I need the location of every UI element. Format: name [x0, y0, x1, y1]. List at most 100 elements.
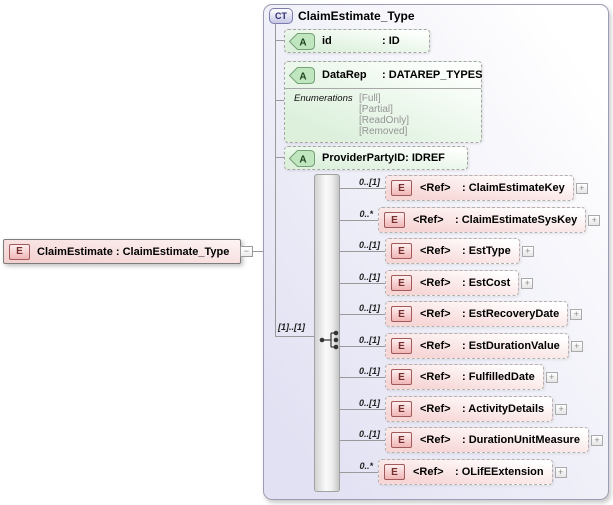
- attribute-datarep-box[interactable]: A DataRep : DATAREP_TYPES Enumerations […: [284, 61, 482, 143]
- attribute-id-box[interactable]: A id : ID: [284, 29, 430, 53]
- connector-line: [340, 251, 385, 252]
- expand-icon[interactable]: +: [521, 245, 534, 257]
- ref-row-fulfilleddate: 0..[1] E <Ref> : FulfilledDate +: [340, 364, 558, 390]
- element-icon: E: [391, 401, 412, 417]
- ref-label: <Ref>: [420, 434, 451, 446]
- cardinality-label: 0..*: [359, 461, 373, 471]
- cardinality-label: 0..[1]: [358, 366, 380, 376]
- ref-row-estdurationvalue: 0..[1] E <Ref> : EstDurationValue +: [340, 333, 583, 359]
- expand-icon[interactable]: +: [588, 214, 601, 226]
- sequence-icon: [319, 330, 339, 350]
- ref-name: : EstType: [462, 245, 511, 257]
- stub-attr-datarep: [275, 100, 284, 101]
- ref-name: : FulfilledDate: [462, 371, 535, 383]
- enumeration-value: [Partial]: [359, 104, 393, 115]
- attribute-name: DataRep: [322, 69, 367, 81]
- attribute-name: id: [322, 35, 332, 47]
- cardinality-label: 0..[1]: [358, 398, 380, 408]
- connector-line: [340, 314, 385, 315]
- ref-name: : ActivityDetails: [462, 403, 545, 415]
- element-icon: E: [391, 338, 412, 354]
- ref-label: <Ref>: [420, 403, 451, 415]
- stub-attr-providerpartyid: [275, 157, 284, 158]
- connector-line: [340, 346, 385, 347]
- ref-label: <Ref>: [420, 308, 451, 320]
- attribute-type: : DATAREP_TYPES: [382, 69, 483, 81]
- branch-trunk-line: [275, 23, 276, 336]
- element-ref-box[interactable]: E <Ref> : FulfilledDate: [385, 364, 544, 390]
- element-ref-box[interactable]: E <Ref> : ClaimEstimateSysKey: [378, 207, 587, 233]
- ref-label: <Ref>: [413, 214, 444, 226]
- element-icon: E: [391, 275, 412, 291]
- ref-label: <Ref>: [420, 340, 451, 352]
- sequence-bar[interactable]: [314, 174, 340, 492]
- connector-line: [340, 472, 378, 473]
- element-claimestimate-label: ClaimEstimate : ClaimEstimate_Type: [37, 245, 230, 258]
- expand-icon[interactable]: +: [570, 340, 583, 352]
- enumeration-value: [Full]: [359, 93, 381, 104]
- ref-name: : DurationUnitMeasure: [462, 434, 580, 446]
- attribute-providerpartyid-box[interactable]: A ProviderPartyID : IDREF: [284, 146, 468, 170]
- enumeration-value: [ReadOnly]: [359, 115, 410, 126]
- expand-icon[interactable]: +: [570, 308, 583, 320]
- element-ref-box[interactable]: E <Ref> : OLifEExtension: [378, 459, 553, 485]
- element-ref-box[interactable]: E <Ref> : ClaimEstimateKey: [385, 175, 574, 201]
- connector-line: [340, 283, 385, 284]
- element-icon: E: [9, 243, 30, 260]
- cardinality-label: 0..[1]: [358, 240, 380, 250]
- ref-row-claimestimatesyskey: 0..* E <Ref> : ClaimEstimateSysKey +: [340, 207, 601, 233]
- stub-attr-id: [275, 40, 284, 41]
- element-ref-box[interactable]: E <Ref> : EstRecoveryDate: [385, 301, 569, 327]
- enumerations-section: Enumerations [Full] [Partial] [ReadOnly]…: [285, 88, 481, 142]
- sequence-cardinality: [1]..[1]: [278, 322, 305, 332]
- element-icon: E: [391, 306, 412, 322]
- stub-sequence: [275, 336, 322, 337]
- attribute-icon: A: [289, 149, 315, 167]
- cardinality-label: 0..[1]: [358, 303, 380, 313]
- expand-icon[interactable]: +: [590, 434, 603, 446]
- ref-label: <Ref>: [413, 466, 444, 478]
- complextype-title: ClaimEstimate_Type: [298, 9, 415, 23]
- connector-line: [340, 220, 378, 221]
- ref-row-olifeextension: 0..* E <Ref> : OLifEExtension +: [340, 459, 567, 485]
- element-icon: E: [384, 464, 405, 480]
- complextype-icon: CT: [269, 8, 293, 24]
- ref-label: <Ref>: [420, 182, 451, 194]
- collapse-icon[interactable]: −: [240, 246, 253, 257]
- element-icon: E: [391, 243, 412, 259]
- expand-icon[interactable]: +: [554, 466, 567, 478]
- connector-root-to-type: [253, 251, 263, 252]
- attribute-icon: A: [289, 66, 315, 84]
- ref-row-claimestimatekey: 0..[1] E <Ref> : ClaimEstimateKey +: [340, 175, 588, 201]
- ref-name: : ClaimEstimateSysKey: [455, 214, 578, 226]
- ref-row-activitydetails: 0..[1] E <Ref> : ActivityDetails +: [340, 396, 568, 422]
- cardinality-label: 0..[1]: [358, 335, 380, 345]
- expand-icon[interactable]: +: [555, 403, 568, 415]
- ref-row-estcost: 0..[1] E <Ref> : EstCost +: [340, 270, 534, 296]
- ref-row-estrecoverydate: 0..[1] E <Ref> : EstRecoveryDate +: [340, 301, 583, 327]
- ref-row-durationunitmeasure: 0..[1] E <Ref> : DurationUnitMeasure +: [340, 427, 603, 453]
- ref-name: : OLifEExtension: [455, 466, 544, 478]
- attribute-icon: A: [289, 32, 315, 50]
- element-ref-box[interactable]: E <Ref> : ActivityDetails: [385, 396, 554, 422]
- connector-line: [340, 377, 385, 378]
- expand-icon[interactable]: +: [545, 371, 558, 383]
- element-ref-box[interactable]: E <Ref> : EstType: [385, 238, 520, 264]
- ref-label: <Ref>: [420, 371, 451, 383]
- cardinality-label: 0..*: [359, 209, 373, 219]
- svg-text:A: A: [299, 71, 306, 82]
- ref-label: <Ref>: [420, 245, 451, 257]
- expand-icon[interactable]: +: [521, 277, 534, 289]
- complextype-claimestimate-type-box[interactable]: CT ClaimEstimate_Type A id : ID: [263, 4, 609, 500]
- attribute-type: : ID: [382, 35, 400, 47]
- element-icon: E: [391, 369, 412, 385]
- connector-line: [340, 188, 385, 189]
- cardinality-label: 0..[1]: [358, 177, 380, 187]
- expand-icon[interactable]: +: [575, 182, 588, 194]
- element-ref-box[interactable]: E <Ref> : EstDurationValue: [385, 333, 569, 359]
- element-ref-box[interactable]: E <Ref> : EstCost: [385, 270, 520, 296]
- element-claimestimate-box[interactable]: E ClaimEstimate : ClaimEstimate_Type: [3, 239, 241, 264]
- svg-text:A: A: [299, 154, 306, 165]
- element-ref-box[interactable]: E <Ref> : DurationUnitMeasure: [385, 427, 589, 453]
